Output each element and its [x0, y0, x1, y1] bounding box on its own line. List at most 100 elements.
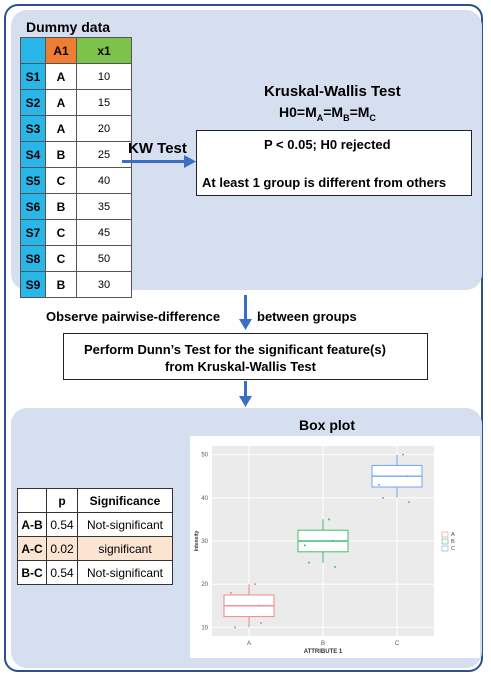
hypothesis-sub-a: A	[316, 112, 324, 123]
row-label: S2	[20, 89, 46, 116]
y-tick-label: 30	[201, 539, 208, 545]
dunn-line2: from Kruskal-Wallis Test	[165, 359, 316, 374]
plot-title: Box plot	[299, 417, 355, 433]
dunn-test-box	[63, 333, 428, 380]
x-tick-label: B	[321, 641, 325, 647]
y-tick-label: 40	[201, 496, 208, 502]
data-point	[230, 591, 232, 594]
kw-arrow-head-icon	[184, 155, 196, 168]
y-tick-label: 20	[201, 582, 208, 588]
y-axis-label: Intensity	[194, 531, 200, 552]
data-point	[332, 540, 334, 542]
cell-x1: 10	[76, 63, 132, 90]
middle-right-label: between groups	[257, 309, 357, 324]
data-point	[258, 604, 260, 607]
sig-p: 0.54	[46, 512, 78, 537]
cell-a1: C	[45, 245, 77, 272]
cell-a1: A	[45, 89, 77, 116]
legend-label: C	[451, 546, 455, 552]
cell-a1: A	[45, 115, 77, 142]
legend-label: A	[451, 532, 455, 538]
down-arrow-1-icon	[239, 319, 252, 330]
row-label: S5	[20, 167, 46, 194]
data-point	[406, 475, 408, 478]
row-label: S4	[20, 141, 46, 168]
data-point	[378, 483, 380, 486]
data-point	[408, 501, 410, 504]
data-point	[308, 561, 310, 564]
cell-x1: 25	[76, 141, 132, 168]
sig-header-p: p	[46, 488, 78, 513]
x-tick-label: C	[395, 641, 400, 647]
hypothesis-prefix: H0=M	[279, 104, 317, 120]
column-header-a1: A1	[45, 37, 77, 64]
legend-key	[441, 545, 449, 552]
sig-p: 0.02	[46, 536, 78, 561]
cell-x1: 45	[76, 219, 132, 246]
sig-label: Not-significant	[77, 512, 173, 537]
row-label: S9	[20, 271, 46, 298]
x-tick-label: A	[247, 641, 251, 647]
cell-a1: B	[45, 141, 77, 168]
table-header-row: A1 x1	[20, 37, 132, 64]
data-point	[382, 496, 384, 499]
y-tick-label: 50	[201, 453, 208, 459]
data-point	[234, 626, 236, 629]
data-point	[254, 583, 256, 586]
down-arrow-1-shaft	[244, 295, 247, 321]
cell-x1: 50	[76, 245, 132, 272]
kw-title: Kruskal-Wallis Test	[264, 83, 401, 100]
cell-a1: B	[45, 271, 77, 298]
cell-x1: 35	[76, 193, 132, 220]
sig-pair: A-B	[17, 512, 47, 537]
kw-arrow-shaft	[122, 160, 186, 163]
cell-x1: 30	[76, 271, 132, 298]
hypothesis-eq1: =M	[323, 104, 344, 120]
cell-x1: 40	[76, 167, 132, 194]
table-title: Dummy data	[26, 19, 111, 35]
kw-result-line2: At least 1 group is different from other…	[202, 175, 447, 190]
sig-pair: B-C	[17, 560, 47, 585]
sig-label: Not-significant	[77, 560, 173, 585]
cell-a1: A	[45, 63, 77, 90]
sig-header-row: p Significance	[17, 488, 173, 513]
legend-key	[441, 531, 449, 538]
legend-label: B	[451, 539, 455, 545]
row-label: S1	[20, 63, 46, 90]
cell-a1: B	[45, 193, 77, 220]
down-arrow-2-icon	[239, 396, 252, 407]
sig-pair: A-C	[17, 536, 47, 561]
cell-x1: 20	[76, 115, 132, 142]
table-corner	[20, 37, 46, 64]
cell-a1: C	[45, 167, 77, 194]
y-tick-label: 10	[201, 625, 208, 631]
sig-label: significant	[77, 536, 173, 561]
sig-header-significance: Significance	[77, 488, 173, 513]
data-point	[304, 544, 306, 547]
data-point	[334, 565, 336, 568]
kw-result-box	[196, 130, 472, 196]
data-point	[328, 518, 330, 521]
hypothesis-sub-b: B	[343, 112, 350, 123]
row-label: S8	[20, 245, 46, 272]
row-label: S7	[20, 219, 46, 246]
hypothesis-eq2: =M	[349, 104, 370, 120]
hypothesis-sub-c: C	[369, 112, 376, 123]
kw-result-line1: P < 0.05; H0 rejected	[264, 137, 391, 152]
column-header-x1: x1	[76, 37, 132, 64]
cell-a1: C	[45, 219, 77, 246]
sig-header-empty	[17, 488, 47, 513]
row-label: S3	[20, 115, 46, 142]
